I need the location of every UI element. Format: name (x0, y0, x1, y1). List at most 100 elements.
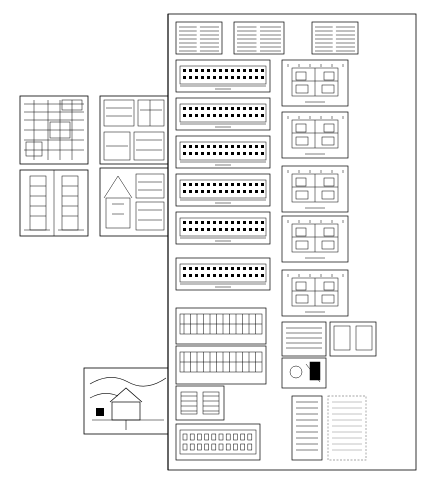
facade-window (189, 433, 195, 441)
window-mark (225, 114, 228, 117)
window-mark (249, 274, 252, 277)
window-mark (255, 190, 258, 193)
elevation-sheet-column (175, 59, 271, 291)
window-mark (249, 267, 252, 270)
plan-room (295, 123, 307, 133)
window-mark (189, 267, 192, 270)
window-mark (249, 69, 252, 72)
plan-room (323, 71, 335, 81)
plan-sheet-frame (19, 95, 89, 165)
window-mark (243, 152, 246, 155)
window-mark (225, 267, 228, 270)
window-mark (231, 267, 234, 270)
floor-plan-linework (287, 64, 344, 103)
window-mark (195, 274, 198, 277)
window-mark (225, 107, 228, 110)
window-mark (243, 274, 246, 277)
long-section-sheet-1 (175, 307, 267, 345)
facade-window (182, 433, 188, 441)
window-mark (207, 69, 210, 72)
window-mark (237, 114, 240, 117)
floor-plan-linework (287, 274, 344, 313)
facade-window (247, 433, 253, 441)
window-mark (207, 274, 210, 277)
window-mark (261, 221, 264, 224)
site-marker (96, 408, 104, 416)
roof-outline (109, 387, 143, 403)
window-mark (219, 190, 222, 193)
stair-box (180, 391, 198, 415)
window-mark (183, 69, 186, 72)
window-mark (201, 221, 204, 224)
window-mark (213, 190, 216, 193)
facade-outline (179, 141, 267, 161)
window-mark (183, 76, 186, 79)
facade-window (197, 443, 202, 451)
window-mark (261, 274, 264, 277)
window-mark (255, 107, 258, 110)
window-mark (201, 69, 204, 72)
window-mark (219, 107, 222, 110)
window-mark (219, 69, 222, 72)
floor-plan-sheet-column (281, 59, 349, 317)
window-mark (231, 152, 234, 155)
window-mark (207, 183, 210, 186)
detail-box (355, 325, 373, 351)
window-mark (237, 76, 240, 79)
window-mark (243, 183, 246, 186)
window-mark (243, 190, 246, 193)
window-mark (195, 145, 198, 148)
facade-window (225, 433, 231, 441)
window-mark (183, 145, 186, 148)
tall-elevation-sheet-a (291, 395, 323, 461)
detail-fill (309, 361, 321, 381)
floor-plan-linework (287, 170, 344, 209)
facade-outline (179, 217, 267, 237)
facade-window (240, 433, 245, 441)
facade-window (218, 443, 224, 451)
window-mark (213, 267, 216, 270)
window-mark (261, 107, 264, 110)
facade-window (225, 443, 231, 451)
window-mark (201, 183, 204, 186)
window-mark (225, 69, 228, 72)
window-mark (213, 114, 216, 117)
window-mark (237, 145, 240, 148)
plan-sheet-linework (24, 99, 84, 160)
lower-right-details (281, 321, 377, 461)
window-mark (195, 152, 198, 155)
window-mark (243, 76, 246, 79)
window-mark (231, 107, 234, 110)
window-mark (249, 152, 252, 155)
window-mark (195, 221, 198, 224)
window-mark (195, 76, 198, 79)
window-mark (231, 228, 234, 231)
elevation-sheet (175, 135, 271, 169)
window-mark (243, 69, 246, 72)
window-mark (255, 228, 258, 231)
window-mark (195, 183, 198, 186)
window-mark (255, 221, 258, 224)
detail-box (333, 325, 351, 351)
terrain-line-upper (89, 377, 167, 387)
detail-sheet-a (281, 321, 327, 357)
window-mark (189, 152, 192, 155)
window-mark (189, 228, 192, 231)
window-mark (261, 267, 264, 270)
window-mark (189, 114, 192, 117)
plan-room (295, 71, 307, 81)
window-mark (219, 274, 222, 277)
window-mark (237, 190, 240, 193)
window-mark (261, 228, 264, 231)
facade-window (211, 433, 217, 441)
window-mark (207, 221, 210, 224)
window-mark (249, 221, 252, 224)
window-mark (219, 267, 222, 270)
window-mark (213, 274, 216, 277)
window-mark (201, 114, 204, 117)
window-mark (255, 274, 258, 277)
floor-plan-sheet (281, 215, 349, 263)
terrain-line-lower (89, 393, 119, 399)
window-mark (237, 228, 240, 231)
window-mark (237, 107, 240, 110)
